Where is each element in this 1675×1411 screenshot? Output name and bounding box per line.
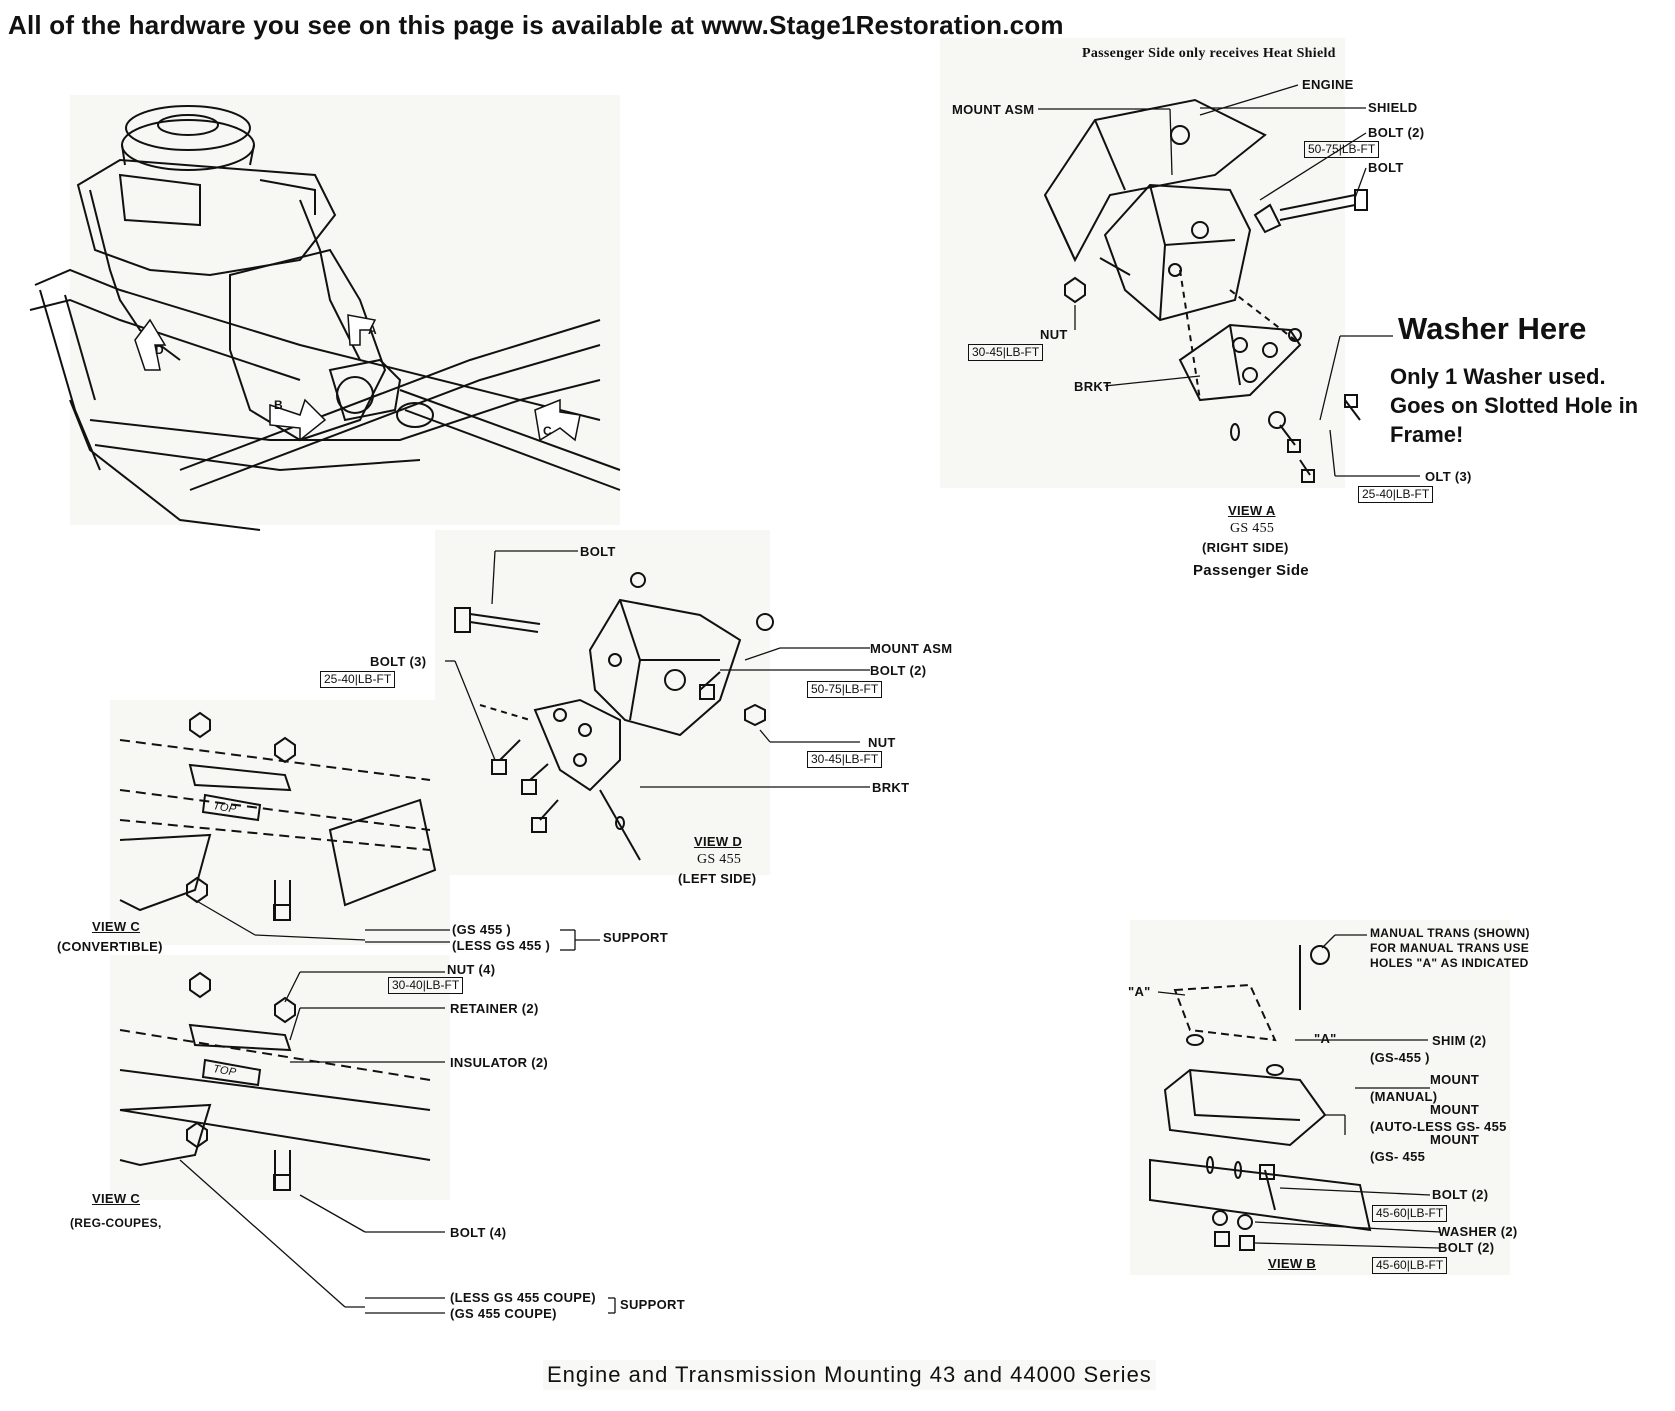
view-c-coupe-support-less: (LESS GS 455 COUPE) xyxy=(450,1290,596,1305)
view-b-leaders xyxy=(1157,934,1441,1249)
view-b-washer-label: WASHER (2) xyxy=(1438,1224,1518,1239)
washer-here-heading: Washer Here xyxy=(1398,311,1587,346)
view-b-mount-gs-line-1: MOUNT xyxy=(1430,1132,1480,1147)
view-b-manual-trans-line-2: FOR MANUAL TRANS USE xyxy=(1370,941,1530,955)
view-b-mount-gs: MOUNT (GS- 455 xyxy=(1370,1131,1479,1165)
view-b-mount-manual-line-1: MOUNT xyxy=(1430,1072,1480,1087)
view-b-bolt2b-torque: 45-60|LB-FT xyxy=(1372,1257,1448,1274)
view-b-mount-manual-line-2: (MANUAL) xyxy=(1370,1089,1438,1104)
view-a-bolt3-torque: 25-40|LB-FT xyxy=(1358,486,1434,503)
washer-note-line-2: Goes on Slotted Hole in xyxy=(1390,393,1639,418)
view-b-bolt2b-label: BOLT (2) xyxy=(1438,1240,1495,1255)
view-c-convertible-leaders xyxy=(194,899,600,951)
view-a-drawing xyxy=(1043,98,1368,483)
view-b-shim-label: SHIM (2) xyxy=(1432,1033,1487,1048)
overview-arrow-b: B xyxy=(274,398,283,412)
view-c-coupe-subtitle: (REG-COUPES, xyxy=(70,1216,162,1230)
view-a-brkt-label: BRKT xyxy=(1074,379,1112,394)
overview-arrows xyxy=(134,314,581,442)
view-d-nut-label: NUT xyxy=(868,735,896,750)
view-d-leaders xyxy=(445,550,870,788)
view-a-nut-torque: 30-45|LB-FT xyxy=(968,344,1044,361)
view-c-conv-support-gs: (GS 455 ) xyxy=(452,922,512,937)
view-a-mount-asm-label: MOUNT ASM xyxy=(952,102,1035,117)
view-c-coupe-nut4-label: NUT (4) xyxy=(447,962,496,977)
view-c-coupe-retainer-label: RETAINER (2) xyxy=(450,1001,539,1016)
washer-note-line-1: Only 1 Washer used. xyxy=(1390,364,1606,389)
view-b-bolt2a-label: BOLT (2) xyxy=(1432,1187,1489,1202)
view-c-conv-support-less: (LESS GS 455 ) xyxy=(452,938,551,953)
view-b-manual-trans-note: MANUAL TRANS (SHOWN) FOR MANUAL TRANS US… xyxy=(1370,926,1530,971)
view-d-bolt3-torque: 25-40|LB-FT xyxy=(320,671,396,688)
view-b-shim-sub: (GS-455 ) xyxy=(1370,1050,1430,1065)
view-a-leaders xyxy=(1038,84,1420,477)
view-b-mount-gs-line-2: (GS- 455 xyxy=(1370,1149,1426,1164)
washer-note: Only 1 Washer used. Goes on Slotted Hole… xyxy=(1390,362,1638,449)
view-d-drawing xyxy=(454,572,774,861)
view-c-conv-title: VIEW C xyxy=(92,919,141,934)
view-d-bolt2-label: BOLT (2) xyxy=(870,663,927,678)
view-c-coupe-bolt4-label: BOLT (4) xyxy=(450,1225,507,1240)
view-b-manual-trans-line-1: MANUAL TRANS (SHOWN) xyxy=(1370,926,1530,940)
view-a-bolt-label: BOLT xyxy=(1368,160,1404,175)
view-b-mount-auto-line-2: (AUTO-LESS GS- 455 xyxy=(1370,1119,1507,1134)
view-b-mount-auto-line-1: MOUNT xyxy=(1430,1102,1480,1117)
view-d-title: VIEW D xyxy=(694,834,743,849)
view-a-bolt3-label: OLT (3) xyxy=(1425,469,1472,484)
view-d-bolt2-torque: 50-75|LB-FT xyxy=(807,681,883,698)
view-c-conv-support-label: SUPPORT xyxy=(603,930,668,945)
view-a-bolt2-torque: 50-75|LB-FT xyxy=(1304,141,1380,158)
overview-engine-frame xyxy=(29,105,621,531)
view-a-nut-label: NUT xyxy=(1040,327,1068,342)
view-c-coupe-insulator-label: INSULATOR (2) xyxy=(450,1055,549,1070)
view-b-mount-manual: MOUNT (MANUAL) xyxy=(1370,1071,1479,1105)
view-c-coupe-drawing xyxy=(119,971,431,1191)
view-c-convertible-drawing xyxy=(119,711,437,921)
view-a-shield-label: SHIELD xyxy=(1368,100,1418,115)
overview-arrow-c: C xyxy=(543,424,552,438)
view-c-coupe-title: VIEW C xyxy=(92,1191,141,1206)
view-b-bolt2a-torque: 45-60|LB-FT xyxy=(1372,1205,1448,1222)
view-d-bolt-label: BOLT xyxy=(580,544,616,559)
view-a-bolt2-label: BOLT (2) xyxy=(1368,125,1425,140)
overview-arrow-d: D xyxy=(155,343,164,357)
view-a-heat-shield-note: Passenger Side only receives Heat Shield xyxy=(1082,46,1336,61)
view-a-side: (RIGHT SIDE) xyxy=(1202,540,1289,555)
view-c-coupe-support-gs: (GS 455 COUPE) xyxy=(450,1306,557,1321)
header-text: All of the hardware you see on this page… xyxy=(8,10,1064,40)
view-d-bolt3-label: BOLT (3) xyxy=(370,654,427,669)
view-c-coupe-support-label: SUPPORT xyxy=(620,1297,685,1312)
view-d-nut-torque: 30-45|LB-FT xyxy=(807,751,883,768)
view-b-mount-auto: MOUNT (AUTO-LESS GS- 455 xyxy=(1370,1101,1507,1135)
view-b-a-label-left: "A" xyxy=(1128,984,1151,999)
view-a-title: VIEW A xyxy=(1228,503,1276,518)
view-d-model: GS 455 xyxy=(697,852,742,867)
view-a-engine-label: ENGINE xyxy=(1302,77,1354,92)
overview-arrow-a: A xyxy=(368,323,377,337)
footer-caption: Engine and Transmission Mounting 43 and … xyxy=(543,1360,1156,1390)
view-c-conv-subtitle: (CONVERTIBLE) xyxy=(57,939,163,954)
washer-note-line-3: Frame! xyxy=(1390,422,1464,447)
view-d-brkt-label: BRKT xyxy=(872,780,910,795)
view-b-manual-trans-line-3: HOLES "A" AS INDICATED xyxy=(1370,956,1529,970)
view-b-a-label-right: "A" xyxy=(1314,1031,1337,1046)
view-b-title: VIEW B xyxy=(1268,1256,1317,1271)
view-c-coupe-nut4-torque: 30-40|LB-FT xyxy=(388,977,464,994)
view-a-passenger-side: Passenger Side xyxy=(1193,562,1309,579)
view-a-model: GS 455 xyxy=(1230,521,1275,536)
view-c-coupe-leaders xyxy=(179,971,616,1314)
view-d-side: (LEFT SIDE) xyxy=(678,871,757,886)
view-d-mount-asm-label: MOUNT ASM xyxy=(870,641,953,656)
